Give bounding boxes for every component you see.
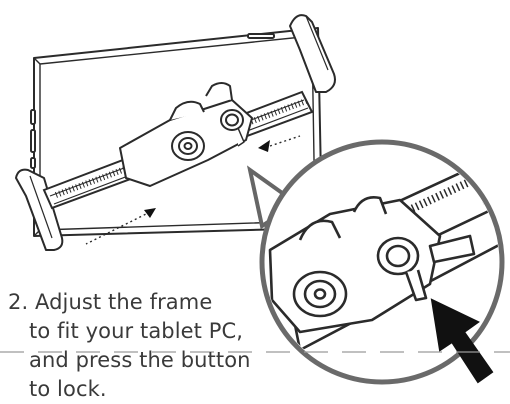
left-clamp (15, 168, 64, 251)
right-arrowhead-icon (258, 140, 270, 152)
push-arrow-icon (430, 298, 494, 384)
step-instruction: 2. Adjust the frame to fit your tablet P… (8, 288, 308, 404)
center-lock-block (119, 82, 253, 187)
step-line-2: to fit your tablet PC, (29, 319, 244, 343)
right-clamp (289, 14, 336, 93)
step-line-1: 2. Adjust the frame (8, 290, 213, 314)
left-arrowhead-icon (144, 208, 156, 218)
detail-magnifier (246, 139, 505, 385)
step-line-3: and press the button (29, 348, 251, 372)
guide-lines (85, 135, 301, 245)
step-line-4: to lock. (29, 377, 107, 401)
